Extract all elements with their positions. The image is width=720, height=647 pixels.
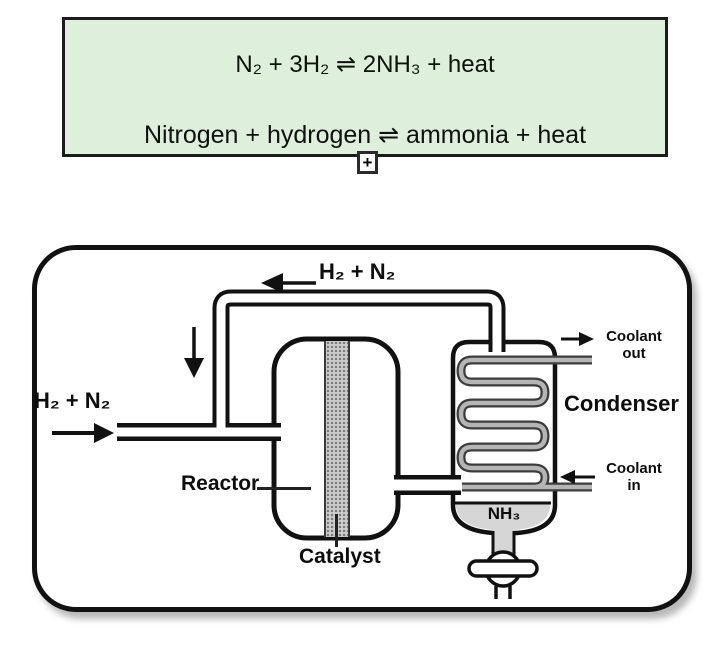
downcomer-flow-arrow	[184, 327, 204, 378]
condenser-label: Condenser	[564, 391, 679, 416]
catalyst-pointer-line	[335, 514, 338, 547]
feed-flow-arrow	[52, 423, 114, 443]
coolant-in-label: Coolant in	[606, 460, 662, 494]
equation-panel: N₂ + 3H₂ ⇌ 2NH₃ + heat Nitrogen + hydrog…	[62, 17, 668, 157]
drain-neck	[493, 530, 514, 556]
recycle-flow-arrow	[261, 273, 316, 293]
recycle-stream-label: H₂ + N₂	[319, 259, 396, 284]
coolant-out-label: Coolant out	[606, 328, 662, 362]
formula-equation: N₂ + 3H₂ ⇌ 2NH₃ + heat	[235, 51, 495, 78]
product-label: NH₃	[487, 504, 521, 523]
valve-handle	[467, 559, 539, 578]
feed-stream-label: H₂ + N₂	[34, 388, 111, 413]
word-equation: Nitrogen + hydrogen ⇌ ammonia + heat	[143, 121, 587, 149]
expand-toggle-button[interactable]: +	[357, 151, 378, 174]
catalyst-label: Catalyst	[299, 545, 381, 568]
nh3-liquid	[456, 503, 550, 530]
recycle-pipe-bore	[216, 293, 502, 433]
reactor-label: Reactor	[181, 472, 260, 495]
cooling-coil	[458, 357, 592, 490]
coolant-in-arrow	[560, 470, 595, 484]
reactor-pointer-line	[257, 487, 311, 490]
coolant-out-arrow	[561, 332, 594, 346]
catalyst-strip	[324, 341, 350, 537]
